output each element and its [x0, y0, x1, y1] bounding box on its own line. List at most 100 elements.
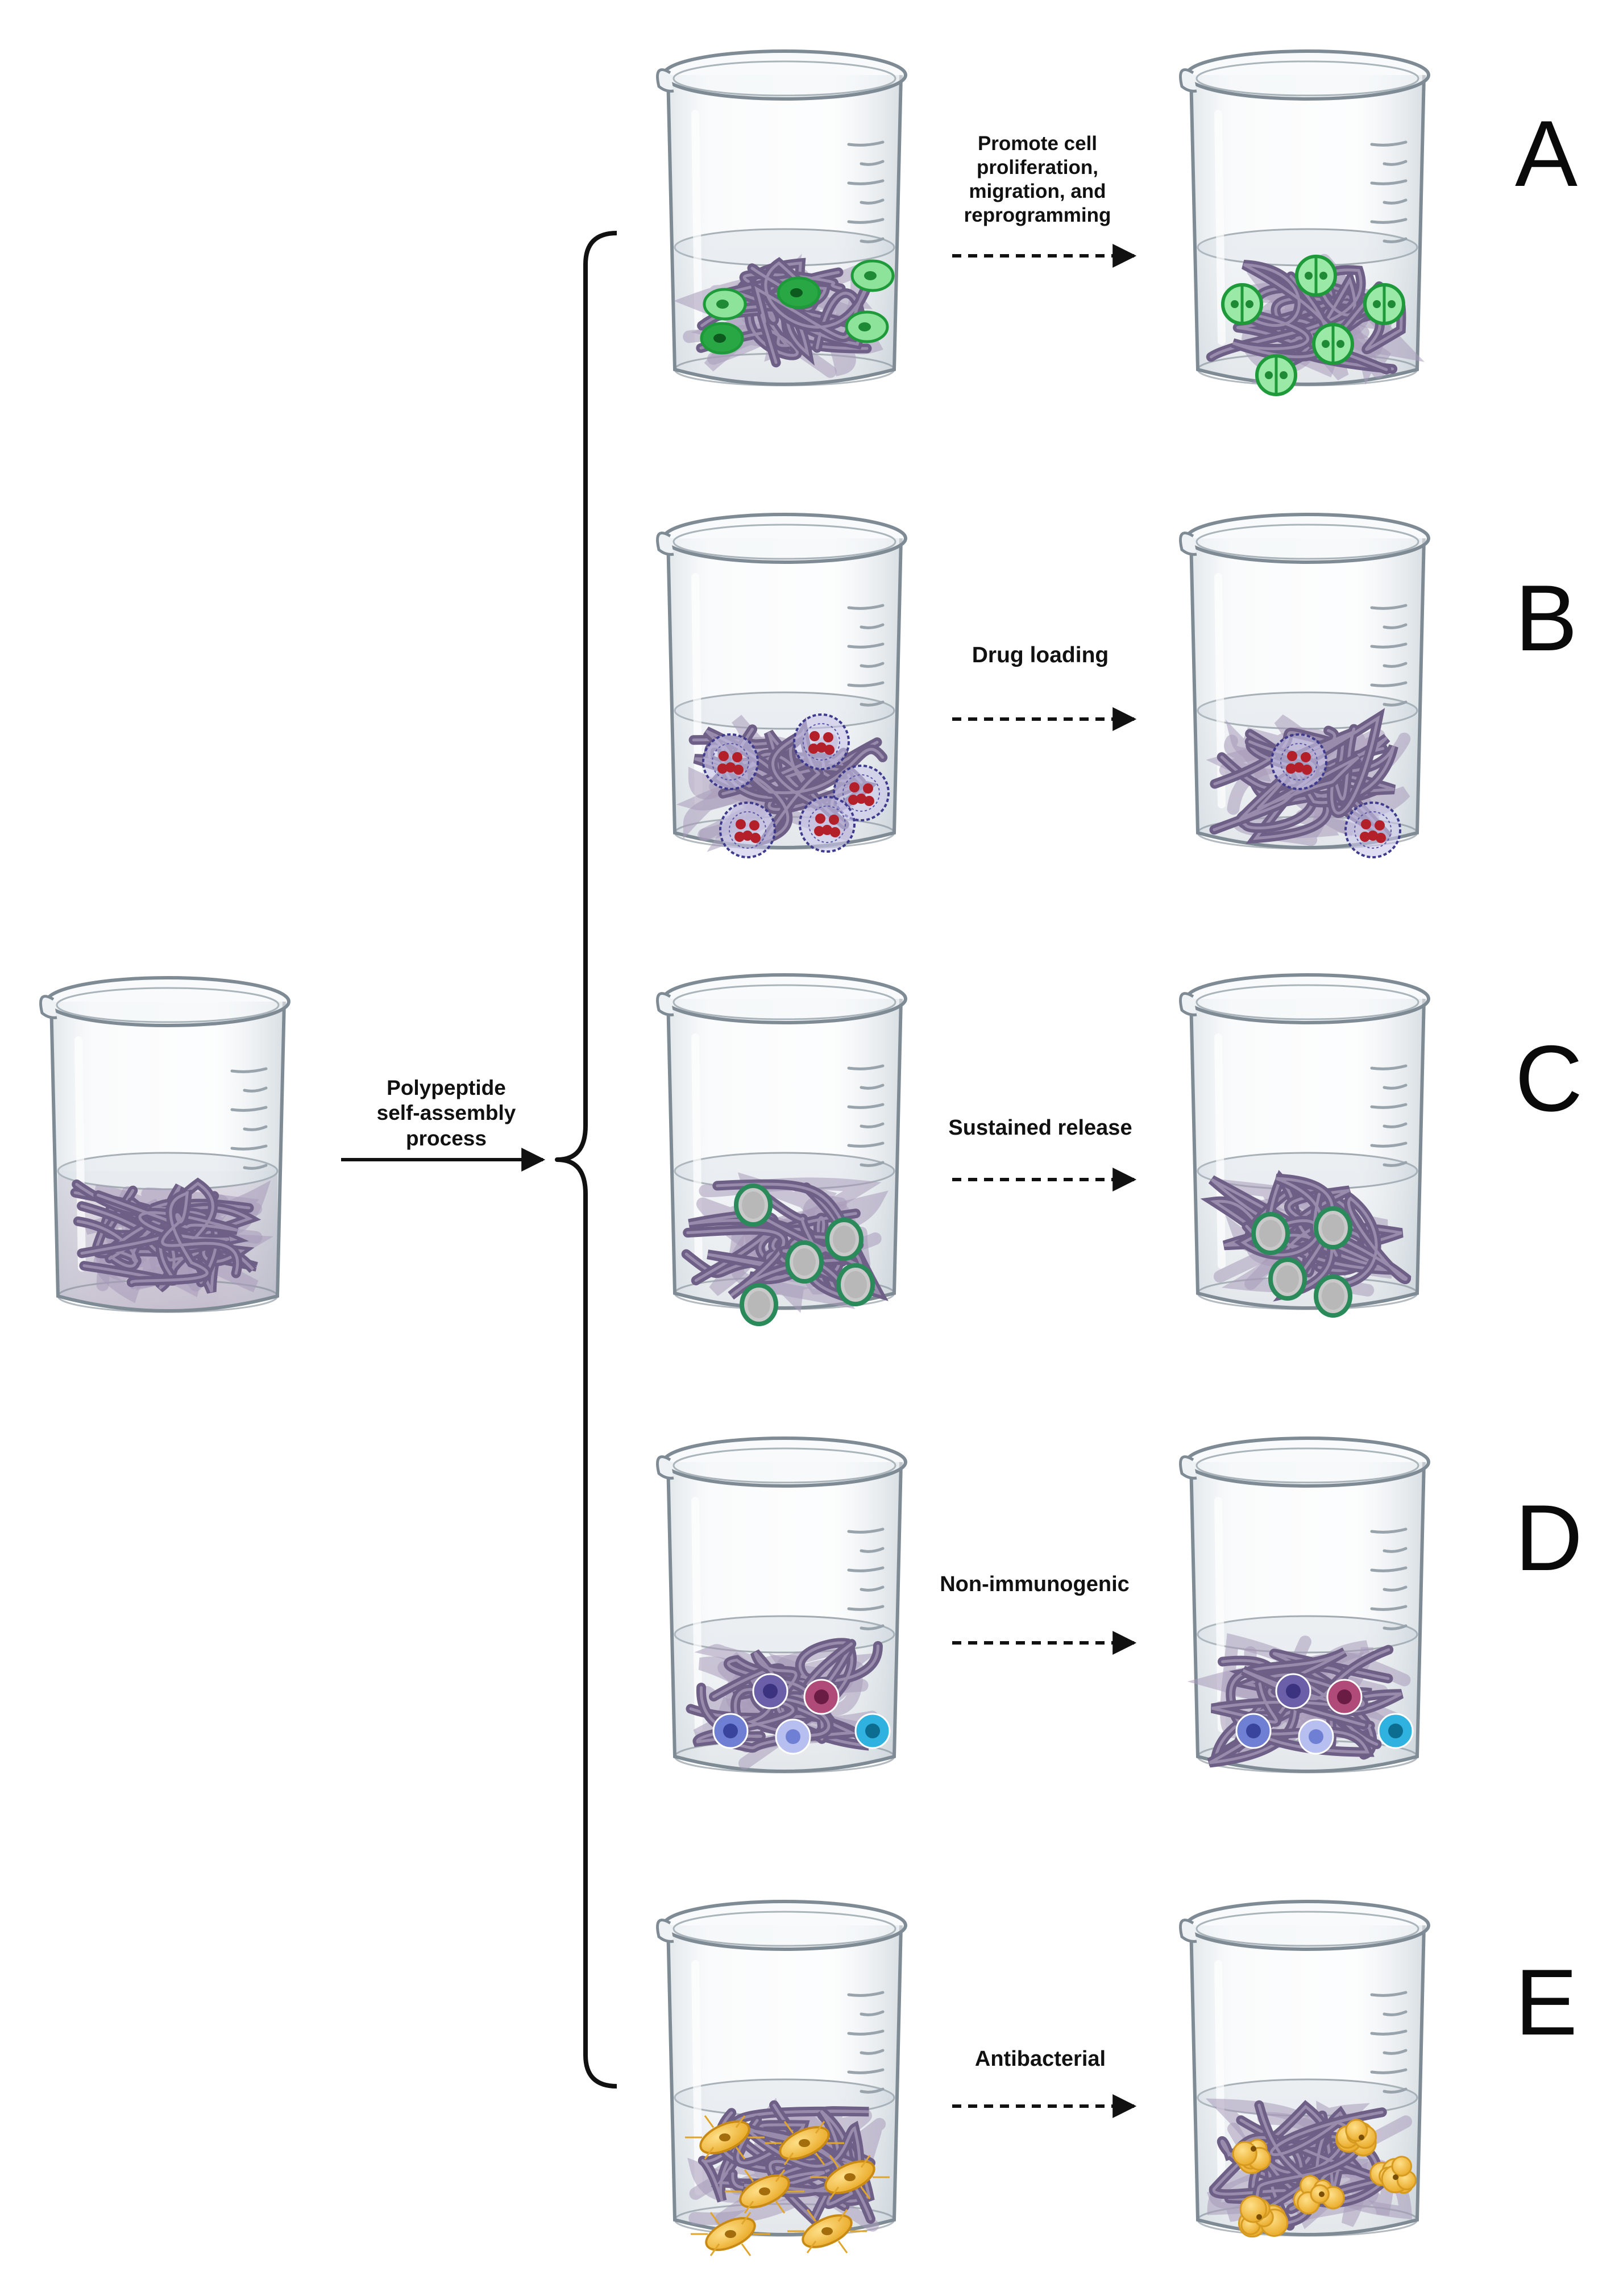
immune-cell-nucleus [1246, 1724, 1261, 1738]
panel-d-label-line-1: Non-immunogenic [940, 1572, 1130, 1596]
vesicle-core [1259, 1220, 1282, 1247]
vesicle-core [742, 1191, 765, 1219]
drug-molecule [725, 762, 736, 773]
graduation-mark [1370, 1991, 1408, 1997]
bacterium-flagellum [704, 2146, 715, 2160]
graduation-mark [847, 1566, 885, 1572]
graduation-mark [860, 662, 885, 668]
drug-molecule [733, 765, 744, 775]
connectors-layer [341, 231, 1137, 2118]
panel-a-label-line-4: reprogramming [964, 204, 1111, 226]
panel-c-label-line-1: Sustained release [948, 1116, 1132, 1140]
graduation-mark [1370, 642, 1408, 649]
source-beaker [39, 976, 290, 1313]
drug-molecule [1368, 831, 1378, 841]
graduation-mark [847, 1991, 885, 1997]
beaker-rim [1185, 49, 1430, 101]
vesicle-core [833, 1226, 856, 1253]
graduation-mark [860, 1547, 885, 1553]
beaker-rim [1185, 1900, 1430, 1951]
graduation-mark [860, 2087, 885, 2094]
immune-cell-nucleus [723, 1724, 738, 1738]
bacterial-debris [1232, 2141, 1257, 2166]
panel-e-label: Antibacterial [904, 2046, 1177, 2073]
graduation-mark [1383, 700, 1408, 707]
drug-carrier [1271, 733, 1327, 790]
beaker-rim-inner [56, 987, 280, 1023]
panel-a-label: Promote cell proliferation, migration, a… [927, 132, 1148, 227]
panel-b-after-beaker [1179, 513, 1430, 858]
beaker-rim-inner [1195, 60, 1419, 97]
drug-molecule [1360, 832, 1370, 842]
graduation-mark [1370, 2029, 1408, 2036]
beaker-rim [1185, 513, 1430, 564]
panel-e-before-contents [685, 2115, 890, 2256]
source-process-label: Polypeptide self-assembly process [341, 1076, 551, 1151]
immune-cell-nucleus [1309, 1729, 1323, 1744]
beaker-rim [1185, 973, 1430, 1024]
bacterial-debris [1391, 2156, 1413, 2177]
drug-molecule [815, 813, 825, 824]
cell-nucleus [1336, 340, 1344, 348]
drug-molecule [736, 819, 746, 829]
drug-carrier-mesh [729, 811, 766, 849]
graduation-mark [243, 1125, 268, 1131]
graduation-mark [1370, 218, 1408, 224]
drug-molecule [808, 744, 819, 754]
source-label-line-1: Polypeptide [387, 1076, 506, 1099]
graduation-mark [1370, 179, 1408, 185]
beaker-spout [1179, 1455, 1197, 1480]
drug-carrier-mesh [712, 743, 749, 780]
panel-a-after-contents [1221, 255, 1405, 396]
panel-a-label-line-3: migration, and [969, 180, 1106, 202]
panel-e-after-beaker [1179, 1900, 1430, 2238]
graduation-mark [847, 2029, 885, 2036]
bacterium-flagellum [744, 2169, 754, 2182]
beaker-spout [656, 532, 674, 556]
drug-molecule [1375, 820, 1385, 831]
bacterium-flagellum [829, 2186, 840, 2199]
drug-molecule [810, 731, 820, 741]
panel-a-after-beaker [1179, 49, 1430, 396]
cell-nucleus [858, 322, 871, 331]
graduation-mark [860, 623, 885, 629]
bacterium-flagellum [744, 2200, 754, 2214]
cell-nucleus [1305, 272, 1313, 280]
drug-molecule [856, 794, 866, 804]
graduation-mark [1383, 623, 1408, 629]
panel-e-label-line-1: Antibacterial [974, 2047, 1106, 2071]
cell-nucleus [1319, 272, 1327, 280]
cell-nucleus [1231, 300, 1239, 308]
source-label-line-2: self-assembly [376, 1101, 516, 1125]
bacterium-flagellum [815, 2152, 825, 2165]
drug-molecule [848, 795, 858, 805]
drug-molecule [732, 752, 742, 762]
beaker-spout [1179, 532, 1197, 556]
beaker-spout [1179, 992, 1197, 1016]
beaker-spout [656, 68, 674, 93]
bacterium-core [821, 2227, 833, 2235]
drug-carrier-mesh [808, 806, 846, 843]
vesicle-core [793, 1248, 816, 1276]
graduation-mark [1383, 662, 1408, 668]
graduation-mark [860, 2049, 885, 2055]
bacterium-flagellum [741, 2212, 752, 2225]
cell-nucleus [790, 288, 803, 297]
beakers-layer [39, 49, 1430, 2256]
immune-cell-nucleus [1388, 1724, 1403, 1738]
graduation-mark [847, 1103, 885, 1109]
graduation-mark [230, 1106, 268, 1112]
bacterium-flagellum [860, 2155, 871, 2168]
panel-letter-a: A [1515, 101, 1578, 206]
cell-nucleus [1322, 340, 1330, 348]
drug-molecule [1294, 762, 1304, 773]
graduation-mark [1383, 1122, 1408, 1128]
panel-a-before-contents [700, 259, 895, 355]
panel-b-before-beaker [656, 513, 907, 858]
drug-molecule [830, 827, 840, 837]
beaker-rim-inner [672, 1447, 896, 1484]
beaker-shine [1214, 1960, 1226, 2195]
bacterium-flagellum [709, 2243, 720, 2256]
graduation-mark [1383, 2087, 1408, 2094]
drug-molecule [824, 745, 835, 755]
